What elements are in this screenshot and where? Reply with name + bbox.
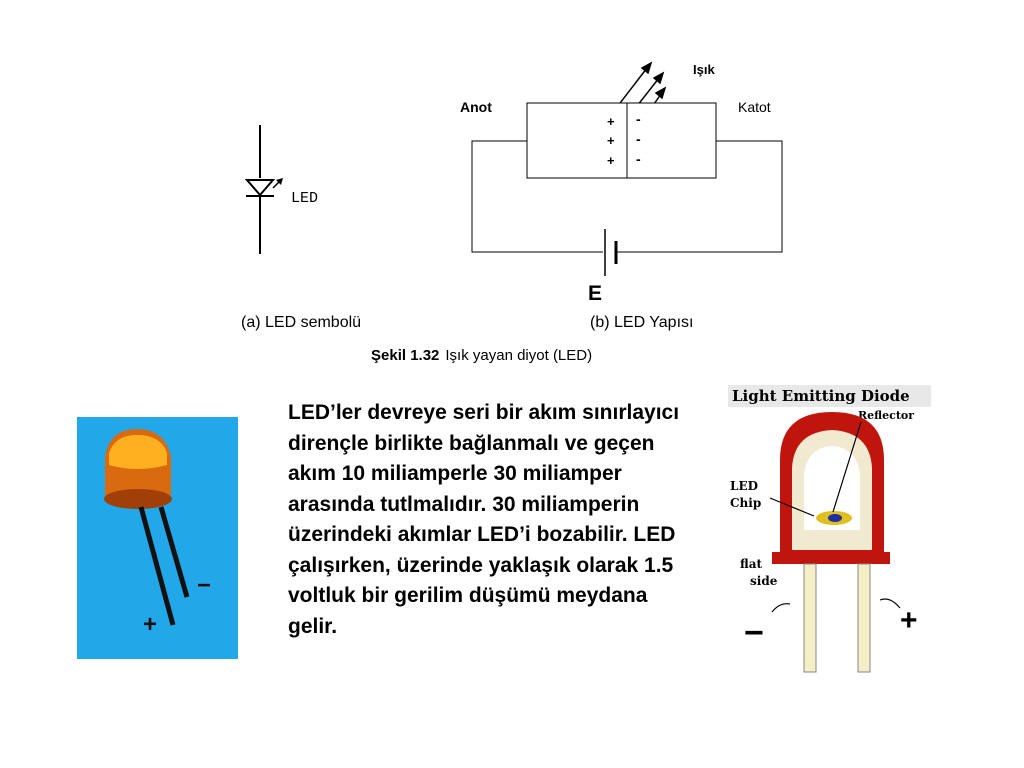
figure-caption: Şekil 1.32 Işık yayan diyot (LED) <box>371 347 592 364</box>
wire-anode <box>471 140 603 253</box>
n-sign: - <box>636 131 641 147</box>
n-sign: - <box>636 111 641 127</box>
led-structure-diagram: Işık Anot Katot + + + - - - E <box>460 61 783 305</box>
wire-cathode <box>617 140 783 253</box>
led-legs-icon <box>803 563 871 673</box>
p-sign: + <box>607 153 615 168</box>
photo-plus-sign: + <box>143 611 157 638</box>
semiconductor-body <box>526 102 717 179</box>
flat-side-label-line2: side <box>750 574 778 588</box>
cutaway-minus-sign: − <box>744 614 764 652</box>
p-sign: + <box>607 133 615 148</box>
reflector-pointer <box>832 421 862 513</box>
led-dome-icon <box>772 412 890 564</box>
chip-label-line2: Chip <box>730 496 761 510</box>
led-cutaway-illustration: Light Emitting Diode Reflector LED Chip … <box>728 385 931 673</box>
p-region-signs: + + + <box>607 114 615 168</box>
led-photo: + − <box>77 417 238 659</box>
reflector-label: Reflector <box>858 409 914 422</box>
emission-arrow-icon <box>272 178 283 189</box>
figure-title: Işık yayan diyot (LED) <box>445 347 593 364</box>
diode-triangle <box>244 179 276 197</box>
flat-side-label-line1: flat <box>740 557 763 571</box>
flat-side-arrow-icon <box>771 603 791 613</box>
figure-number: Şekil 1.32 <box>371 347 440 364</box>
chip-pointer <box>769 497 815 517</box>
title-band <box>728 385 931 407</box>
symbol-label: LED <box>291 190 318 207</box>
chip-label-line1: LED <box>730 479 758 493</box>
p-sign: + <box>607 114 615 129</box>
n-sign: - <box>636 151 641 167</box>
led-symbol-diagram: LED <box>244 125 318 254</box>
anode-label: Anot <box>460 99 492 115</box>
battery-icon <box>604 229 618 276</box>
cathode-label: Katot <box>738 99 771 115</box>
illustration-title: Light Emitting Diode <box>732 387 910 405</box>
plus-arrow-icon <box>879 598 901 609</box>
n-region-signs: - - - <box>636 111 641 167</box>
cutaway-plus-sign: + <box>900 604 918 637</box>
structure-caption: (b) LED Yapısı <box>590 314 694 331</box>
led-component-icon <box>104 429 190 626</box>
light-label: Işık <box>693 62 715 77</box>
source-label: E <box>588 282 602 305</box>
body-paragraph: LED’ler devreye seri bir akım sınırlayıc… <box>288 401 680 638</box>
symbol-caption: (a) LED sembolü <box>241 314 362 331</box>
photo-minus-sign: − <box>197 572 211 599</box>
